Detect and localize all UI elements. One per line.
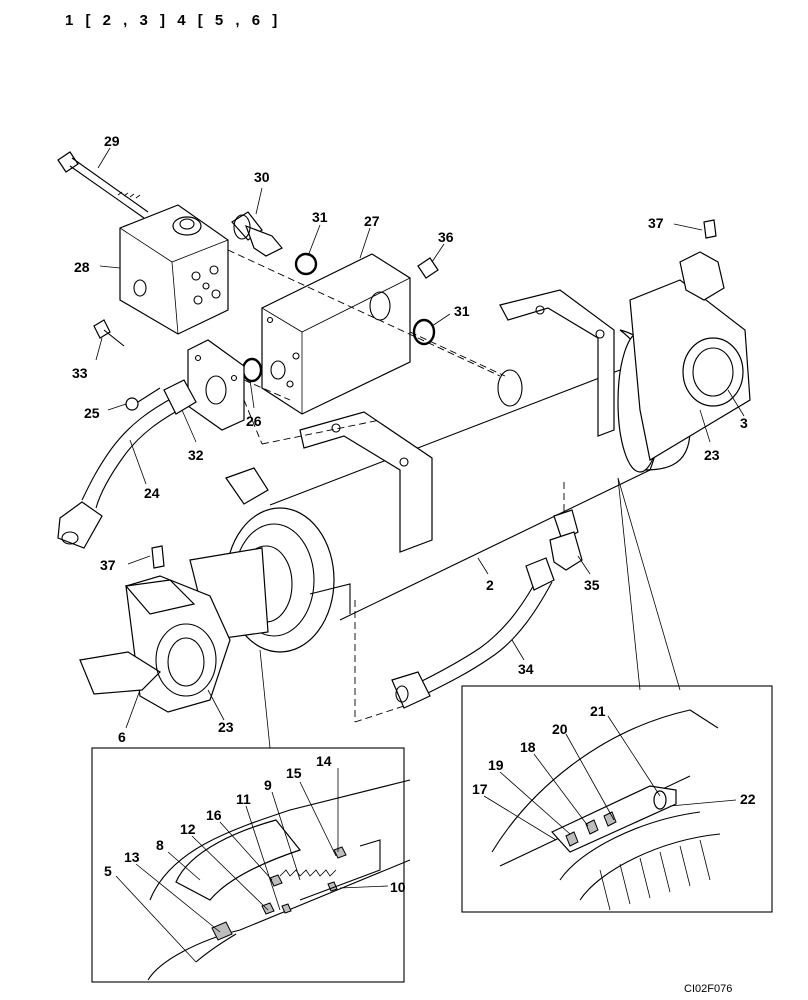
assembly-guide-lines (227, 249, 565, 723)
bolt-part (93, 319, 125, 347)
callout-8: 8 (156, 837, 164, 853)
detail-leader-line (617, 477, 641, 691)
figure-reference-code: CI02F076 (684, 983, 733, 995)
callout-9: 9 (264, 777, 272, 793)
callout-12: 12 (180, 821, 196, 837)
callout-20: 20 (552, 721, 568, 737)
callout-6: 6 (118, 729, 126, 745)
callout-16: 16 (206, 807, 222, 823)
callout-23: 23 (218, 719, 234, 735)
callout-11: 11 (236, 791, 251, 807)
callout-25: 25 (84, 405, 100, 421)
callout-15: 15 (286, 765, 302, 781)
callout-3: 3 (740, 415, 748, 431)
callout-31: 31 (312, 209, 328, 225)
hydraulic-hose-part (57, 379, 197, 549)
callout-17: 17 (472, 781, 488, 797)
callout-30: 30 (254, 169, 270, 185)
callout-5: 5 (104, 863, 112, 879)
callout-23: 23 (704, 447, 720, 463)
callout-labels: 29 30 31 27 36 37 28 31 33 26 25 32 23 3… (72, 133, 756, 895)
callout-33: 33 (72, 365, 88, 381)
figure-index-code: 1 [ 2 , 3 ] 4 [ 5 , 6 ] (65, 12, 282, 29)
rod-eye-part (79, 575, 231, 713)
callout-36: 36 (438, 229, 454, 245)
callout-22: 22 (740, 791, 756, 807)
callout-19: 19 (488, 757, 504, 773)
o-ring-part (241, 357, 263, 383)
callout-35: 35 (584, 577, 600, 593)
callout-2: 2 (486, 577, 494, 593)
callout-24: 24 (144, 485, 160, 501)
callout-31: 31 (454, 303, 470, 319)
callout-14: 14 (316, 753, 332, 769)
cylinder-tube-part (189, 251, 751, 653)
callout-27: 27 (364, 213, 380, 229)
grease-nipple-part (703, 219, 717, 239)
callout-10: 10 (390, 879, 406, 895)
callout-29: 29 (104, 133, 120, 149)
callout-32: 32 (188, 447, 204, 463)
callout-leader-lines (95, 147, 745, 963)
valve-block-part (119, 204, 229, 335)
plug-fitting-part (231, 211, 283, 257)
callout-26: 26 (246, 413, 262, 429)
callout-18: 18 (520, 739, 536, 755)
callout-34: 34 (518, 661, 534, 677)
o-ring-part (294, 252, 318, 276)
callout-37: 37 (100, 557, 116, 573)
bolt-part (57, 151, 149, 219)
callout-13: 13 (124, 849, 140, 865)
mounting-block-part (261, 253, 411, 415)
bolt-part (125, 387, 161, 411)
callout-28: 28 (74, 259, 90, 275)
o-ring-part (412, 318, 436, 346)
callout-37: 37 (648, 215, 664, 231)
flange-part (187, 339, 245, 431)
detail-leader-line (259, 649, 271, 749)
seal-detail-inset (91, 747, 411, 983)
detail-leader-line (617, 477, 681, 691)
callout-21: 21 (590, 703, 606, 719)
elbow-fitting-part (549, 509, 583, 571)
hydraulic-hose-part (391, 557, 555, 709)
plug-part (417, 257, 439, 279)
grease-nipple-part (151, 545, 165, 569)
rod-bushing-detail-inset (461, 685, 773, 913)
